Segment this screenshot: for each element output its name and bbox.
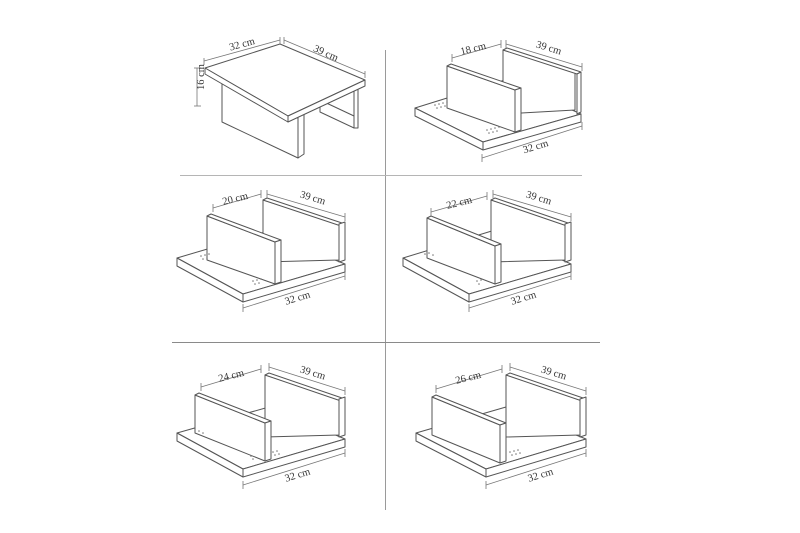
horizontal-divider-top (180, 175, 582, 176)
inner-width-label: 26 cm (454, 370, 482, 387)
hole-pattern (509, 449, 521, 456)
depth-label: 39 cm (299, 364, 327, 382)
panel-shelf-20: 20 cm 39 cm 32 cm (165, 180, 365, 312)
width-label: 32 cm (510, 290, 538, 308)
hole-pattern (424, 252, 482, 285)
inner-width-label: 18 cm (459, 41, 487, 58)
vertical-divider (385, 50, 386, 510)
hole-pattern (200, 253, 262, 285)
inner-width-label: 22 cm (445, 195, 473, 212)
shelf-drawing: 26 cm 39 cm 32 cm (415, 363, 587, 489)
shelf-drawing: 18 cm 39 cm 32 cm (414, 39, 583, 162)
panel-shelf-26: 26 cm 39 cm 32 cm (400, 355, 600, 495)
inner-width-label: 20 cm (221, 191, 249, 208)
shelf-drawing: 22 cm 39 cm 32 cm (402, 189, 572, 312)
depth-label: 39 cm (535, 39, 563, 57)
width-label: 32 cm (527, 467, 555, 485)
hole-pattern (434, 101, 500, 134)
shelf-drawing: 24 cm 39 cm 32 cm (176, 363, 346, 489)
depth-label: 39 cm (540, 364, 568, 382)
panel-table-config: 32 cm 39 cm 16 cm (180, 30, 390, 160)
table-drawing: 32 cm 39 cm 16 cm (194, 36, 366, 159)
hole-pattern (198, 430, 280, 460)
height-label: 16 cm (196, 64, 207, 90)
width-label: 32 cm (228, 36, 256, 53)
panel-shelf-18: 18 cm 39 cm 32 cm (395, 30, 595, 170)
panel-shelf-22: 22 cm 39 cm 32 cm (395, 180, 595, 312)
width-label: 32 cm (522, 138, 550, 156)
panel-shelf-24: 24 cm 39 cm 32 cm (165, 355, 365, 495)
inner-width-label: 24 cm (217, 368, 245, 385)
horizontal-divider-bottom (172, 342, 600, 343)
shelf-drawing: 20 cm 39 cm 32 cm (176, 189, 346, 312)
width-label: 32 cm (284, 290, 312, 308)
width-label: 32 cm (284, 467, 312, 485)
